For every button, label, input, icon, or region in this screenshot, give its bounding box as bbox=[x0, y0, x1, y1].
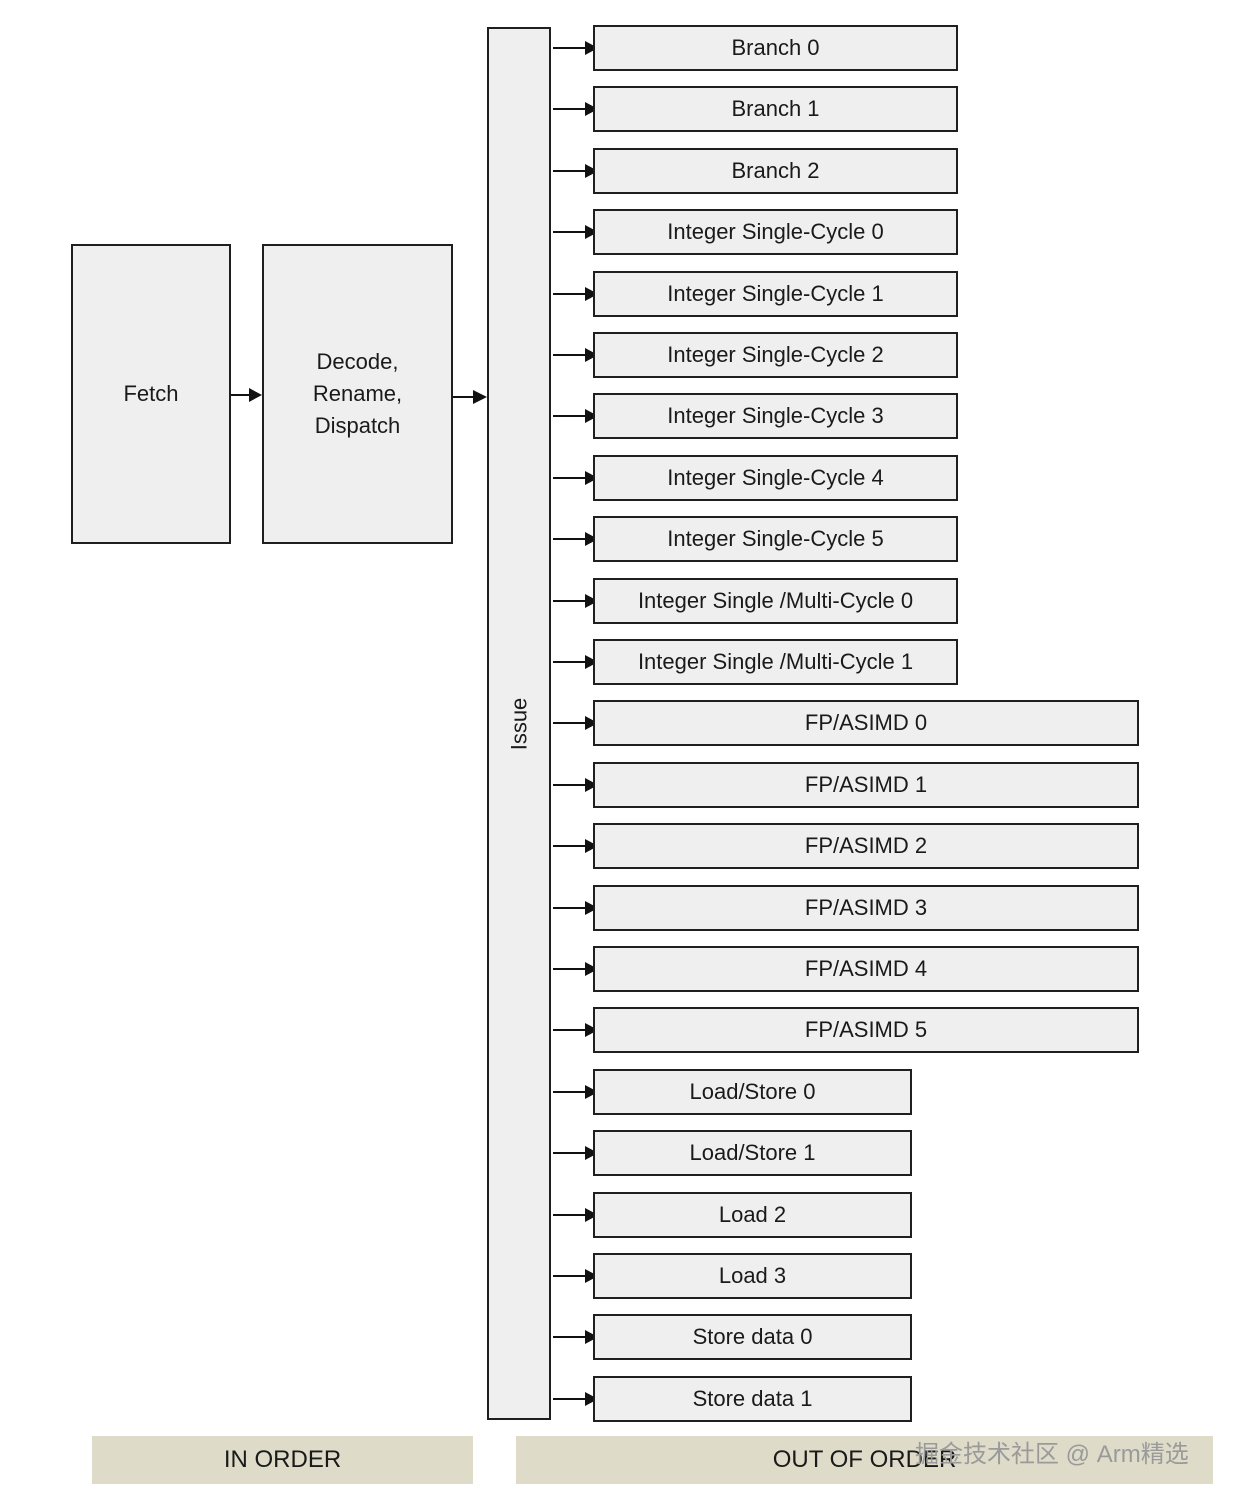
fetch-label: Fetch bbox=[123, 381, 179, 406]
decode-label-line-3: Dispatch bbox=[314, 413, 401, 438]
issue-arrow bbox=[553, 471, 593, 485]
issue-arrow bbox=[553, 348, 593, 362]
in-order-label: IN ORDER bbox=[223, 1446, 342, 1473]
execution-unit: Integer Single-Cycle 5 bbox=[593, 516, 958, 562]
execution-unit-label: Branch 0 bbox=[731, 35, 820, 60]
execution-unit: FP/ASIMD 5 bbox=[593, 1007, 1139, 1053]
issue-arrow bbox=[553, 532, 593, 546]
issue-arrow bbox=[553, 839, 593, 853]
issue-arrow bbox=[553, 716, 593, 730]
issue-arrow bbox=[553, 901, 593, 915]
execution-unit-label: Load/Store 0 bbox=[689, 1079, 816, 1104]
execution-unit-label: FP/ASIMD 1 bbox=[804, 772, 928, 797]
execution-unit-label: FP/ASIMD 2 bbox=[804, 833, 928, 858]
issue-arrow bbox=[553, 778, 593, 792]
issue-arrow bbox=[553, 409, 593, 423]
execution-unit: Branch 1 bbox=[593, 86, 958, 132]
execution-unit: Integer Single /Multi-Cycle 0 bbox=[593, 578, 958, 624]
out-of-order-band: OUT OF ORDER bbox=[516, 1436, 1213, 1484]
fetch-to-decode-arrow bbox=[231, 388, 262, 402]
issue-arrow bbox=[553, 1023, 593, 1037]
watermark: 掘金技术社区 @ Arm精选 bbox=[915, 1441, 1189, 1468]
execution-unit-label: Branch 1 bbox=[731, 96, 820, 121]
execution-unit-label: Load 3 bbox=[718, 1263, 787, 1288]
execution-unit-label: Integer Single-Cycle 2 bbox=[667, 342, 884, 367]
execution-unit-label: FP/ASIMD 0 bbox=[804, 710, 928, 735]
execution-unit: Integer Single-Cycle 3 bbox=[593, 393, 958, 439]
execution-unit-label: Store data 1 bbox=[692, 1386, 813, 1411]
execution-unit-label: Integer Single /Multi-Cycle 0 bbox=[637, 588, 914, 613]
issue-label: Issue bbox=[506, 697, 531, 750]
execution-unit-label: Branch 2 bbox=[731, 158, 820, 183]
decode-rename-dispatch-stage: Decode, Rename, Dispatch bbox=[262, 244, 453, 544]
execution-unit: Load/Store 0 bbox=[593, 1069, 912, 1115]
issue-arrow bbox=[553, 41, 593, 55]
execution-unit: Load 2 bbox=[593, 1192, 912, 1238]
execution-unit: Integer Single-Cycle 2 bbox=[593, 332, 958, 378]
execution-unit: Branch 2 bbox=[593, 148, 958, 194]
execution-unit-label: Load/Store 1 bbox=[689, 1140, 816, 1165]
issue-arrow bbox=[553, 1146, 593, 1160]
execution-unit: FP/ASIMD 1 bbox=[593, 762, 1139, 808]
execution-unit-label: Load 2 bbox=[718, 1202, 787, 1227]
issue-arrow bbox=[553, 287, 593, 301]
execution-unit-label: Integer Single-Cycle 3 bbox=[667, 403, 884, 428]
execution-unit: Integer Single-Cycle 0 bbox=[593, 209, 958, 255]
execution-unit: FP/ASIMD 3 bbox=[593, 885, 1139, 931]
execution-unit: Store data 0 bbox=[593, 1314, 912, 1360]
decode-to-issue-arrow bbox=[453, 390, 487, 404]
decode-label-line-2: Rename, bbox=[312, 381, 403, 406]
issue-arrow bbox=[553, 1392, 593, 1406]
execution-unit-label: Integer Single-Cycle 5 bbox=[667, 526, 884, 551]
execution-unit: FP/ASIMD 0 bbox=[593, 700, 1139, 746]
issue-arrow bbox=[553, 594, 593, 608]
execution-unit: Load 3 bbox=[593, 1253, 912, 1299]
execution-unit-label: Store data 0 bbox=[692, 1324, 813, 1349]
execution-unit-label: FP/ASIMD 5 bbox=[804, 1017, 928, 1042]
issue-arrow bbox=[553, 225, 593, 239]
issue-stage: Issue bbox=[487, 27, 551, 1420]
out-of-order-label: OUT OF ORDER bbox=[772, 1446, 957, 1473]
fetch-stage: Fetch bbox=[71, 244, 231, 544]
in-order-band: IN ORDER bbox=[92, 1436, 473, 1484]
execution-unit: Load/Store 1 bbox=[593, 1130, 912, 1176]
execution-unit: Branch 0 bbox=[593, 25, 958, 71]
execution-unit-label: FP/ASIMD 3 bbox=[804, 895, 928, 920]
execution-unit-label: Integer Single-Cycle 4 bbox=[667, 465, 884, 490]
issue-arrow bbox=[553, 1208, 593, 1222]
execution-unit-label: Integer Single-Cycle 0 bbox=[667, 219, 884, 244]
issue-arrow bbox=[553, 102, 593, 116]
issue-arrow bbox=[553, 1085, 593, 1099]
execution-unit: Integer Single-Cycle 1 bbox=[593, 271, 958, 317]
issue-arrow bbox=[553, 164, 593, 178]
issue-arrow bbox=[553, 1330, 593, 1344]
execution-unit-label: FP/ASIMD 4 bbox=[804, 956, 928, 981]
issue-arrow bbox=[553, 962, 593, 976]
execution-unit-label: Integer Single-Cycle 1 bbox=[667, 281, 884, 306]
execution-unit: FP/ASIMD 4 bbox=[593, 946, 1139, 992]
decode-label-line-1: Decode, bbox=[316, 349, 399, 374]
execution-unit-label: Integer Single /Multi-Cycle 1 bbox=[637, 649, 914, 674]
execution-unit: Integer Single-Cycle 4 bbox=[593, 455, 958, 501]
issue-arrow bbox=[553, 1269, 593, 1283]
issue-arrow bbox=[553, 655, 593, 669]
execution-unit: Store data 1 bbox=[593, 1376, 912, 1422]
execution-unit: Integer Single /Multi-Cycle 1 bbox=[593, 639, 958, 685]
execution-unit: FP/ASIMD 2 bbox=[593, 823, 1139, 869]
